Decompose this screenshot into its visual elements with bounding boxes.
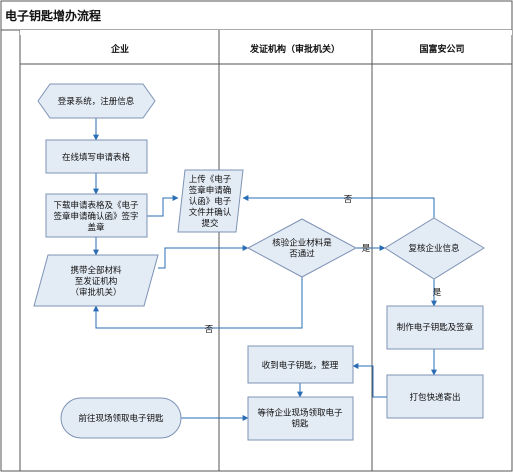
node-make-key[interactable]: 制作电子钥匙及签章: [386, 305, 484, 350]
node-label-line: 签章申请确: [189, 185, 232, 196]
node-pack-ship[interactable]: 打包快递寄出: [386, 374, 484, 419]
page-title: 电子钥匙增办流程: [5, 8, 101, 23]
node-receive-label: 收到电子钥匙，整理: [262, 360, 339, 371]
lane-title-gfa: 国富安公司: [419, 43, 464, 55]
node-go-pickup[interactable]: 前往现场领取电子钥匙: [60, 397, 182, 439]
node-login-shape: [37, 83, 156, 119]
node-download-sign[interactable]: 下载申请表格及《电子签章申请确认函》签字盖章: [45, 193, 148, 238]
node-label-line: 上传《电子: [189, 174, 232, 185]
edge-carry-to-verify: [158, 245, 249, 269]
node-label-line: 盖章: [87, 222, 105, 233]
node-make-key-label: 制作电子钥匙及签章: [397, 322, 474, 333]
edge-label-recheck-no: 否: [344, 195, 353, 205]
node-label-line: 否通过: [289, 249, 315, 260]
node-label-line: 制作电子钥匙及签章: [397, 322, 474, 333]
edge-download-to-upload: [147, 195, 179, 217]
node-receive[interactable]: 收到电子钥匙，整理: [247, 345, 354, 384]
node-carry-materials[interactable]: 携带全部材料至发证机构（审批机关）: [33, 254, 159, 307]
node-wait-pickup[interactable]: 等待企业现场领取电子钥匙: [247, 396, 354, 441]
node-upload-label: 上传《电子签章申请确认函》电子文件并确认提交: [189, 174, 232, 229]
node-label-line: 下载申请表格及《电子: [53, 200, 139, 211]
node-label-line: 至发证机构: [75, 276, 118, 287]
node-label-line: 等待企业现场领取电子: [257, 408, 343, 419]
node-label-line: 认函》电子: [189, 196, 232, 207]
node-make-key-shape: [386, 305, 484, 350]
node-wait-pickup-label: 等待企业现场领取电子钥匙: [257, 408, 343, 430]
node-carry-materials-shape: [33, 254, 159, 307]
node-verify-shape: [246, 218, 358, 278]
node-upload[interactable]: 上传《电子签章申请确认函》电子文件并确认提交: [177, 169, 244, 233]
node-pack-ship-shape: [386, 374, 484, 419]
node-fill-form[interactable]: 在线填写申请表格: [45, 139, 148, 174]
edge-recheck-no-to-upload: [242, 195, 435, 218]
node-verify[interactable]: 核验企业材料是否通过: [246, 218, 358, 278]
node-label-line: 携带全部材料: [70, 265, 122, 276]
node-label-line: 文件并确认: [189, 207, 232, 218]
node-label-line: 钥匙: [291, 419, 309, 430]
node-login-label: 登录系统，注册信息: [58, 96, 135, 107]
node-recheck-shape: [384, 217, 485, 280]
connectors: [93, 118, 437, 421]
node-carry-materials-label: 携带全部材料至发证机构（审批机关）: [70, 265, 122, 298]
node-label-line: 在线填写申请表格: [62, 152, 131, 163]
node-go-pickup-label: 前往现场领取电子钥匙: [78, 413, 164, 424]
node-label-line: 收到电子钥匙，整理: [262, 360, 339, 371]
node-label-line: 提交: [201, 218, 219, 229]
edge-label-verify-no: 否: [205, 325, 214, 335]
edge-label-verify-yes: 是: [362, 244, 371, 254]
node-fill-form-shape: [45, 139, 148, 174]
node-download-sign-shape: [45, 193, 148, 238]
node-login[interactable]: 登录系统，注册信息: [37, 83, 156, 119]
node-receive-shape: [247, 345, 354, 384]
edge-label-recheck-yes: 是: [433, 288, 442, 298]
lane-title-issuer: 发证机构（审批机关）: [249, 43, 340, 55]
lane-title-enterprise: 企业: [110, 43, 129, 55]
lane-header-top-strip: [20, 30, 512, 35]
node-label-line: （审批机关）: [70, 287, 121, 298]
node-label-line: 签章申请确认函》签字: [53, 211, 138, 222]
edge-verify-no-to-carry: [93, 277, 303, 329]
node-label-line: 登录系统，注册信息: [58, 96, 135, 107]
node-go-pickup-shape: [60, 397, 182, 439]
node-wait-pickup-shape: [247, 396, 354, 441]
node-verify-label: 核验企业材料是否通过: [272, 238, 332, 260]
node-fill-form-label: 在线填写申请表格: [62, 152, 131, 163]
node-upload-shape: [177, 169, 244, 233]
node-recheck-label: 复核企业信息: [408, 243, 460, 254]
node-recheck[interactable]: 复核企业信息: [384, 217, 485, 280]
node-label-line: 复核企业信息: [408, 243, 460, 254]
edge-pack-to-receive: [352, 363, 387, 398]
node-label-line: 前往现场领取电子钥匙: [78, 413, 164, 424]
node-label-line: 打包快递寄出: [409, 392, 460, 403]
node-pack-ship-label: 打包快递寄出: [409, 392, 460, 403]
node-download-sign-label: 下载申请表格及《电子签章申请确认函》签字盖章: [53, 200, 139, 233]
node-label-line: 核验企业材料是: [272, 238, 332, 249]
